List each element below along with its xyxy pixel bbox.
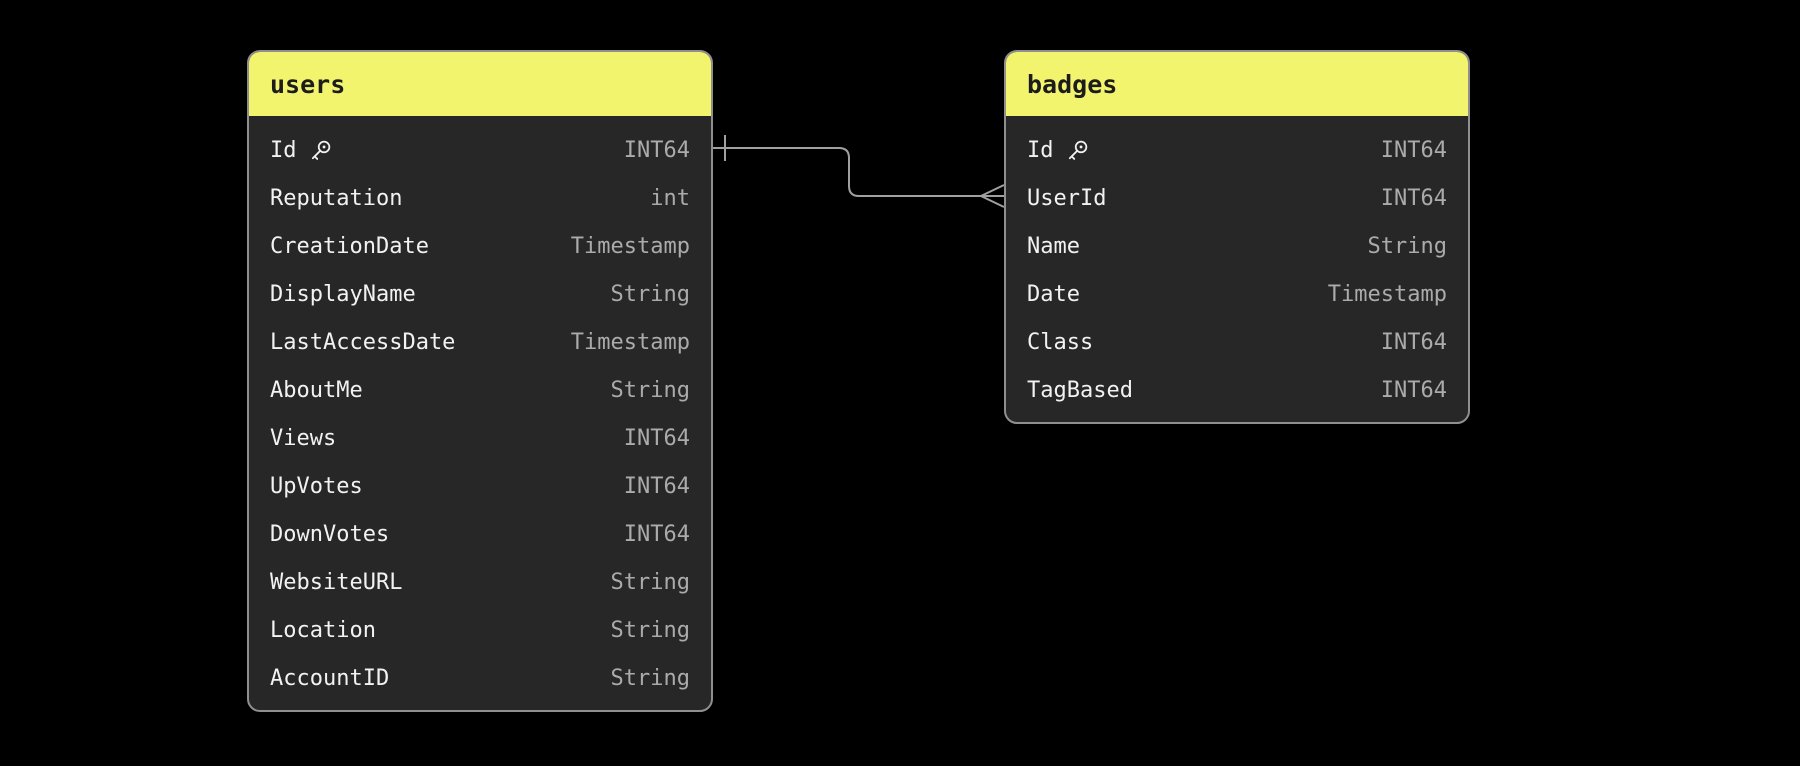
field-name: Id [1027, 137, 1054, 163]
field-name: Name [1027, 233, 1080, 259]
field-row[interactable]: DisplayName String [249, 270, 711, 318]
field-row[interactable]: LastAccessDate Timestamp [249, 318, 711, 366]
field-name: AboutMe [270, 377, 363, 403]
field-name: UpVotes [270, 473, 363, 499]
field-row[interactable]: Reputation int [249, 174, 711, 222]
field-type: Timestamp [1327, 281, 1447, 307]
field-row[interactable]: Location String [249, 606, 711, 654]
field-name: Location [270, 617, 376, 643]
field-name: Class [1027, 329, 1094, 355]
field-name: UserId [1027, 185, 1107, 211]
field-row[interactable]: WebsiteURL String [249, 558, 711, 606]
table-header[interactable]: users [249, 52, 711, 116]
field-row[interactable]: Id INT64 [249, 126, 711, 174]
field-type: INT64 [1380, 377, 1447, 403]
key-icon [308, 138, 333, 163]
field-name: LastAccessDate [270, 329, 456, 355]
field-row[interactable]: Date Timestamp [1006, 270, 1468, 318]
field-row[interactable]: Class INT64 [1006, 318, 1468, 366]
field-type: String [610, 665, 690, 691]
field-type: INT64 [1380, 329, 1447, 355]
relationship-line[interactable] [713, 147, 1004, 197]
table-title: users [270, 69, 346, 99]
table-title: badges [1027, 69, 1118, 99]
field-name: DownVotes [270, 521, 390, 547]
field-type: Timestamp [570, 329, 690, 355]
field-type: String [610, 281, 690, 307]
field-type: String [610, 377, 690, 403]
many-cardinality-marker [978, 184, 1005, 208]
field-name: CreationDate [270, 233, 429, 259]
field-row[interactable]: Id INT64 [1006, 126, 1468, 174]
field-name: WebsiteURL [270, 569, 403, 595]
field-name: Reputation [270, 185, 403, 211]
field-name: DisplayName [270, 281, 416, 307]
field-name: TagBased [1027, 377, 1133, 403]
field-name: Date [1027, 281, 1080, 307]
field-row[interactable]: Name String [1006, 222, 1468, 270]
field-type: INT64 [623, 137, 690, 163]
field-row[interactable]: CreationDate Timestamp [249, 222, 711, 270]
field-type: Timestamp [570, 233, 690, 259]
field-row[interactable]: Views INT64 [249, 414, 711, 462]
key-icon [1065, 138, 1090, 163]
field-row[interactable]: TagBased INT64 [1006, 366, 1468, 414]
field-type: String [610, 569, 690, 595]
field-row[interactable]: DownVotes INT64 [249, 510, 711, 558]
field-name: Views [270, 425, 337, 451]
field-type: INT64 [1380, 137, 1447, 163]
field-name: AccountID [270, 665, 390, 691]
field-type: String [610, 617, 690, 643]
table-header[interactable]: badges [1006, 52, 1468, 116]
field-name: Id [270, 137, 297, 163]
field-type: String [1367, 233, 1447, 259]
field-type: INT64 [1380, 185, 1447, 211]
field-type: INT64 [623, 521, 690, 547]
field-row[interactable]: AccountID String [249, 654, 711, 702]
field-type: int [650, 185, 690, 211]
field-row[interactable]: AboutMe String [249, 366, 711, 414]
field-type: INT64 [623, 425, 690, 451]
field-type: INT64 [623, 473, 690, 499]
field-row[interactable]: UpVotes INT64 [249, 462, 711, 510]
field-row[interactable]: UserId INT64 [1006, 174, 1468, 222]
